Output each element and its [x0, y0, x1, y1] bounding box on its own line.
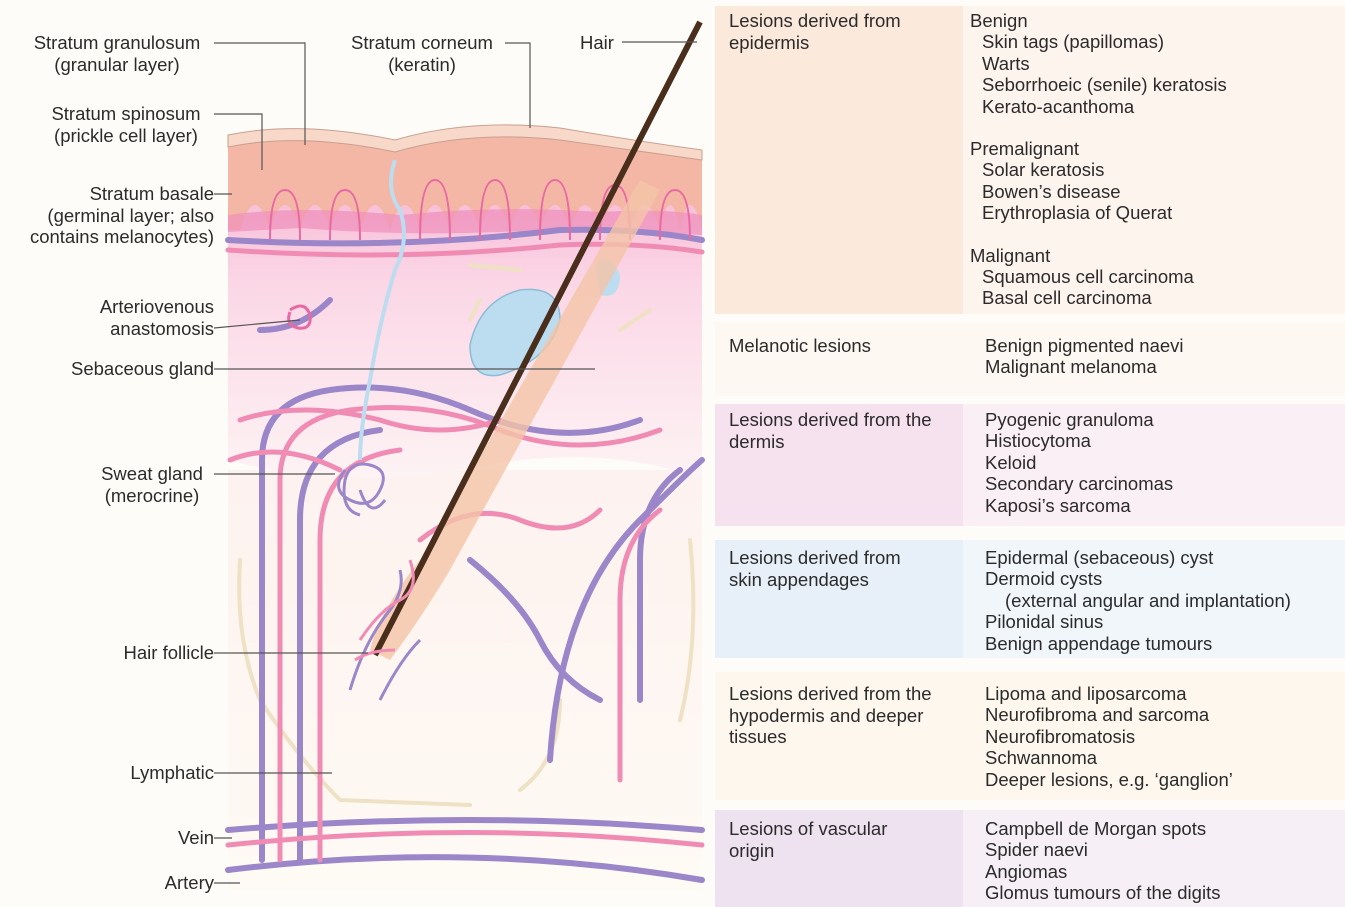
list-item: Dermoid cysts [985, 568, 1291, 589]
list-item: Benign appendage tumours [985, 633, 1291, 654]
label-stratum-spinosum: Stratum spinosum(prickle cell layer) [38, 103, 214, 146]
list-item: Spider naevi [985, 839, 1220, 860]
label-hair: Hair [580, 32, 614, 54]
items-appendages: Epidermal (sebaceous) cyst Dermoid cysts… [985, 547, 1291, 654]
label-hair-follicle: Hair follicle [60, 642, 214, 664]
list-item: Angiomas [985, 861, 1220, 882]
items-epidermis: Benign Skin tags (papillomas) Warts Sebo… [970, 10, 1227, 309]
group-heading: Benign [970, 10, 1227, 31]
list-item: Histiocytoma [985, 430, 1173, 451]
label-sebaceous-gland: Sebaceous gland [20, 358, 214, 380]
category-melanotic: Melanotic lesions [729, 335, 871, 357]
list-item: Keloid [985, 452, 1173, 473]
label-artery: Artery [60, 872, 214, 894]
list-item: Erythroplasia of Querat [970, 202, 1227, 223]
list-item: Benign pigmented naevi [985, 335, 1184, 356]
skin-cross-section-diagram: Stratum granulosum(granular layer) Strat… [0, 0, 715, 907]
list-item: Campbell de Morgan spots [985, 818, 1220, 839]
label-stratum-corneum: Stratum corneum(keratin) [338, 32, 506, 75]
list-item: Kerato-acanthoma [970, 96, 1227, 117]
list-item: Malignant melanoma [985, 356, 1184, 377]
list-item: Schwannoma [985, 747, 1233, 768]
list-item: Warts [970, 53, 1227, 74]
items-dermis: Pyogenic granuloma Histiocytoma Keloid S… [985, 409, 1173, 516]
list-item: (external angular and implantation) [985, 590, 1291, 611]
list-item: Pilonidal sinus [985, 611, 1291, 632]
items-hypodermis: Lipoma and liposarcoma Neurofibroma and … [985, 683, 1233, 790]
list-item: Secondary carcinomas [985, 473, 1173, 494]
row-melanotic: Melanotic lesions Benign pigmented naevi… [715, 322, 1345, 396]
list-item: Deeper lesions, e.g. ‘ganglion’ [985, 769, 1233, 790]
group-heading: Malignant [970, 245, 1227, 266]
list-item: Squamous cell carcinoma [970, 266, 1227, 287]
list-item: Glomus tumours of the digits [985, 882, 1220, 903]
list-item: Neurofibroma and sarcoma [985, 704, 1233, 725]
list-item: Pyogenic granuloma [985, 409, 1173, 430]
label-vein: Vein [60, 827, 214, 849]
list-item: Basal cell carcinoma [970, 287, 1227, 308]
list-item: Solar keratosis [970, 159, 1227, 180]
list-item: Seborrhoeic (senile) keratosis [970, 74, 1227, 95]
list-item: Neurofibromatosis [985, 726, 1233, 747]
list-item: Skin tags (papillomas) [970, 31, 1227, 52]
label-sweat-gland: Sweat gland(merocrine) [90, 463, 214, 506]
label-lymphatic: Lymphatic [60, 762, 214, 784]
label-stratum-granulosum: Stratum granulosum(granular layer) [20, 32, 214, 75]
list-item: Epidermal (sebaceous) cyst [985, 547, 1291, 568]
items-melanotic: Benign pigmented naevi Malignant melanom… [985, 335, 1184, 378]
items-vascular: Campbell de Morgan spots Spider naevi An… [985, 818, 1220, 904]
list-item: Kaposi’s sarcoma [985, 495, 1173, 516]
group-heading: Premalignant [970, 138, 1227, 159]
list-item: Lipoma and liposarcoma [985, 683, 1233, 704]
list-item: Bowen’s disease [970, 181, 1227, 202]
